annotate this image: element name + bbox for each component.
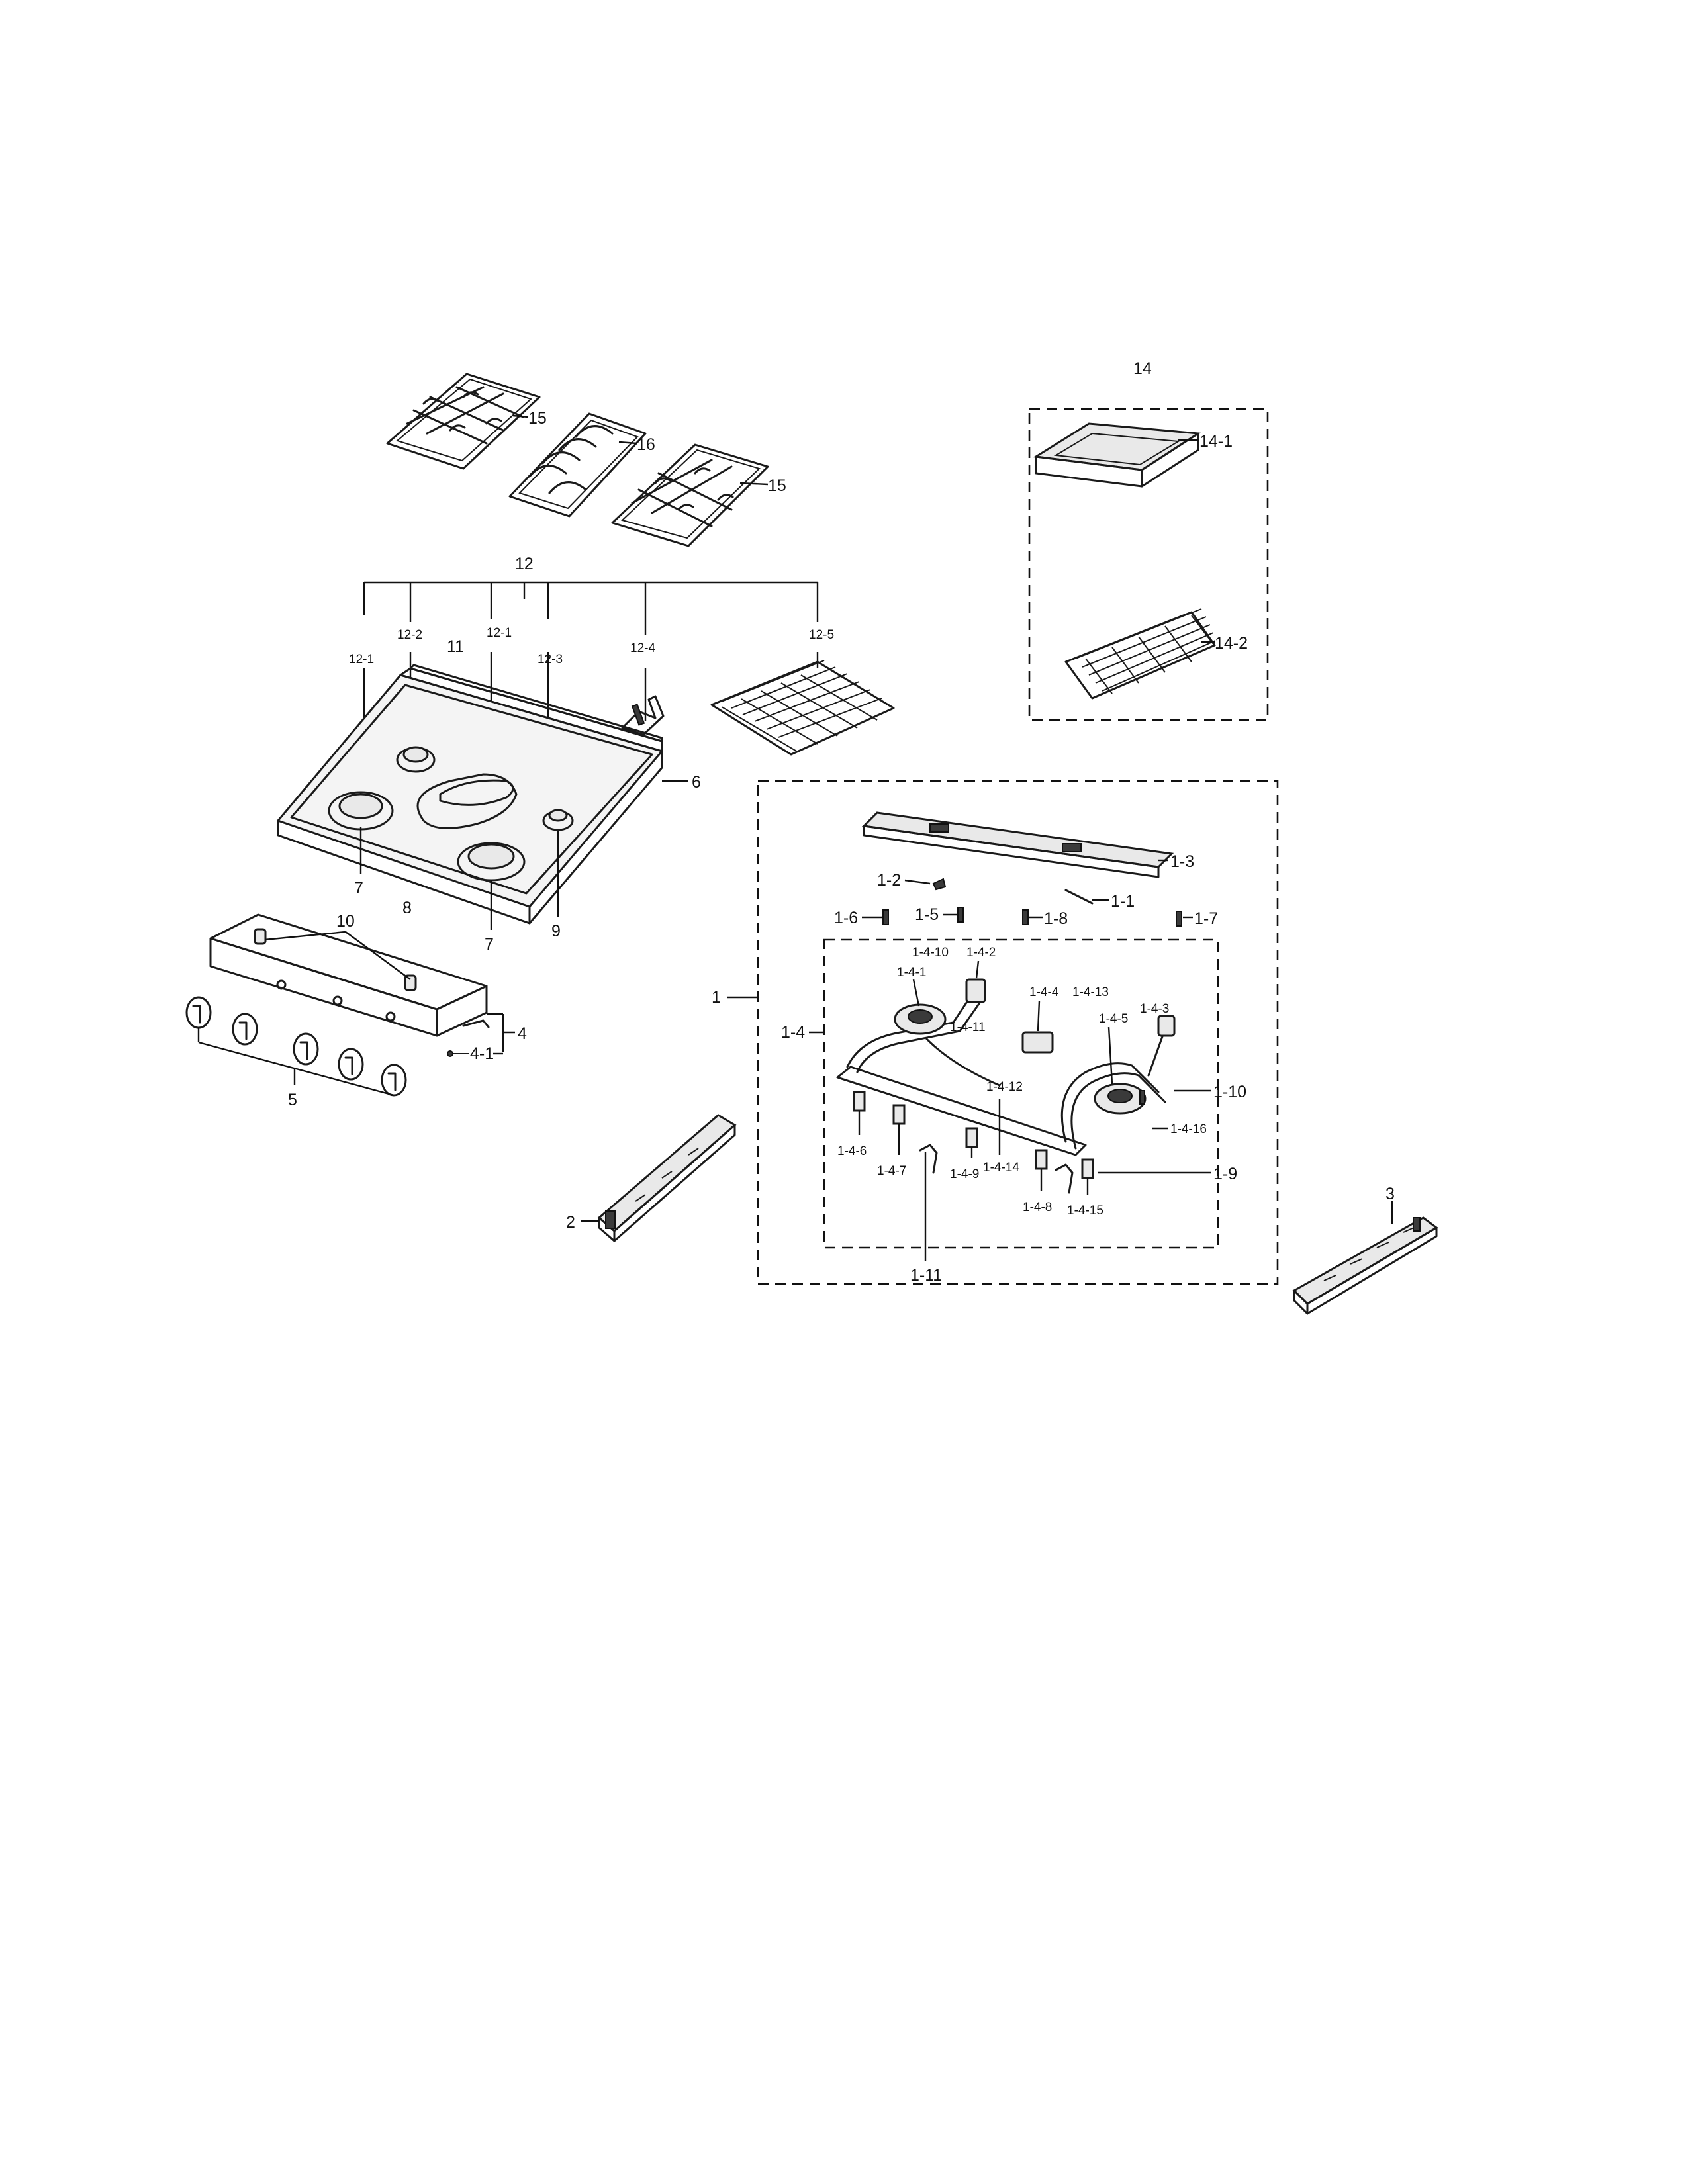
label-9: 9 [551,922,561,940]
screws [882,907,1182,927]
label-1-8: 1-8 [1044,909,1068,928]
label-8: 8 [402,899,412,917]
part-1-4-box [823,938,1219,1249]
label-12-1-center: 12-1 [487,626,512,640]
label-1-4-14: 1-4-14 [983,1161,1019,1175]
label-10: 10 [336,912,355,931]
knobs [185,996,407,1097]
label-1-4-10: 1-4-10 [912,946,949,960]
griddle-pan [1033,422,1201,488]
label-1-3: 1-3 [1170,852,1194,871]
label-7-left: 7 [354,879,363,897]
label-1-9: 1-9 [1213,1165,1237,1183]
label-1-1: 1-1 [1111,892,1135,911]
label-1-4-3: 1-4-3 [1140,1002,1169,1016]
label-4-1: 4-1 [470,1044,494,1063]
label-1-4-12: 1-4-12 [986,1080,1023,1094]
label-15-left: 15 [528,409,547,428]
control-panel [209,913,490,1037]
label-1-4-8: 1-4-8 [1023,1201,1052,1214]
burner-bracket [861,811,1174,878]
grate-left [386,373,541,470]
label-14: 14 [1133,359,1152,378]
label-15-right: 15 [768,477,786,495]
label-1-4-4: 1-4-4 [1029,985,1059,999]
oven-rack [710,660,895,756]
label-7-right: 7 [485,935,494,954]
label-1-4-5: 1-4-5 [1099,1012,1128,1026]
broil-rack [1064,608,1216,700]
label-1-4-7: 1-4-7 [877,1164,906,1178]
label-1-4-2: 1-4-2 [966,946,996,960]
label-1-4-1: 1-4-1 [897,966,926,979]
label-4: 4 [518,1024,527,1043]
label-12: 12 [515,555,534,573]
label-1-11: 1-11 [910,1266,942,1285]
label-1-4-9: 1-4-9 [950,1167,979,1181]
label-1-4-16: 1-4-16 [1170,1122,1207,1136]
label-6: 6 [692,773,701,792]
label-14-2: 14-2 [1215,634,1248,653]
rod-1-1 [1064,889,1094,905]
label-1-2: 1-2 [877,871,901,889]
label-12-2: 12-2 [397,628,422,642]
clip-1-2 [932,878,947,891]
label-12-5: 12-5 [809,628,834,642]
side-rail-3 [1292,1216,1438,1315]
label-12-1-left: 12-1 [349,653,374,666]
label-11: 11 [447,637,464,656]
label-1-4-13: 1-4-13 [1072,985,1109,999]
part-1-box [757,780,1279,1285]
label-1-4-15: 1-4-15 [1067,1204,1103,1218]
label-1: 1 [712,988,721,1007]
side-rail-2 [597,1114,737,1242]
label-1-7: 1-7 [1194,909,1218,928]
grate-center [508,412,647,518]
label-16: 16 [637,435,655,454]
label-12-4: 12-4 [630,641,655,655]
label-5: 5 [288,1091,297,1109]
rack-clip [621,695,665,736]
label-14-1: 14-1 [1199,432,1233,451]
label-1-4-11: 1-4-11 [950,1021,986,1034]
label-1-6: 1-6 [834,909,858,927]
label-2: 2 [566,1213,575,1232]
label-1-4: 1-4 [781,1023,805,1042]
label-12-3: 12-3 [538,653,563,666]
callout-labels: 15 16 15 14 14-1 14-2 12 12-1 12-2 11 12… [197,359,1395,1285]
label-3: 3 [1385,1185,1395,1203]
label-1-10: 1-10 [1213,1083,1246,1101]
label-1-4-6: 1-4-6 [837,1144,867,1158]
grate-right [611,443,769,547]
cooktop [276,664,664,925]
label-1-5: 1-5 [915,905,939,924]
